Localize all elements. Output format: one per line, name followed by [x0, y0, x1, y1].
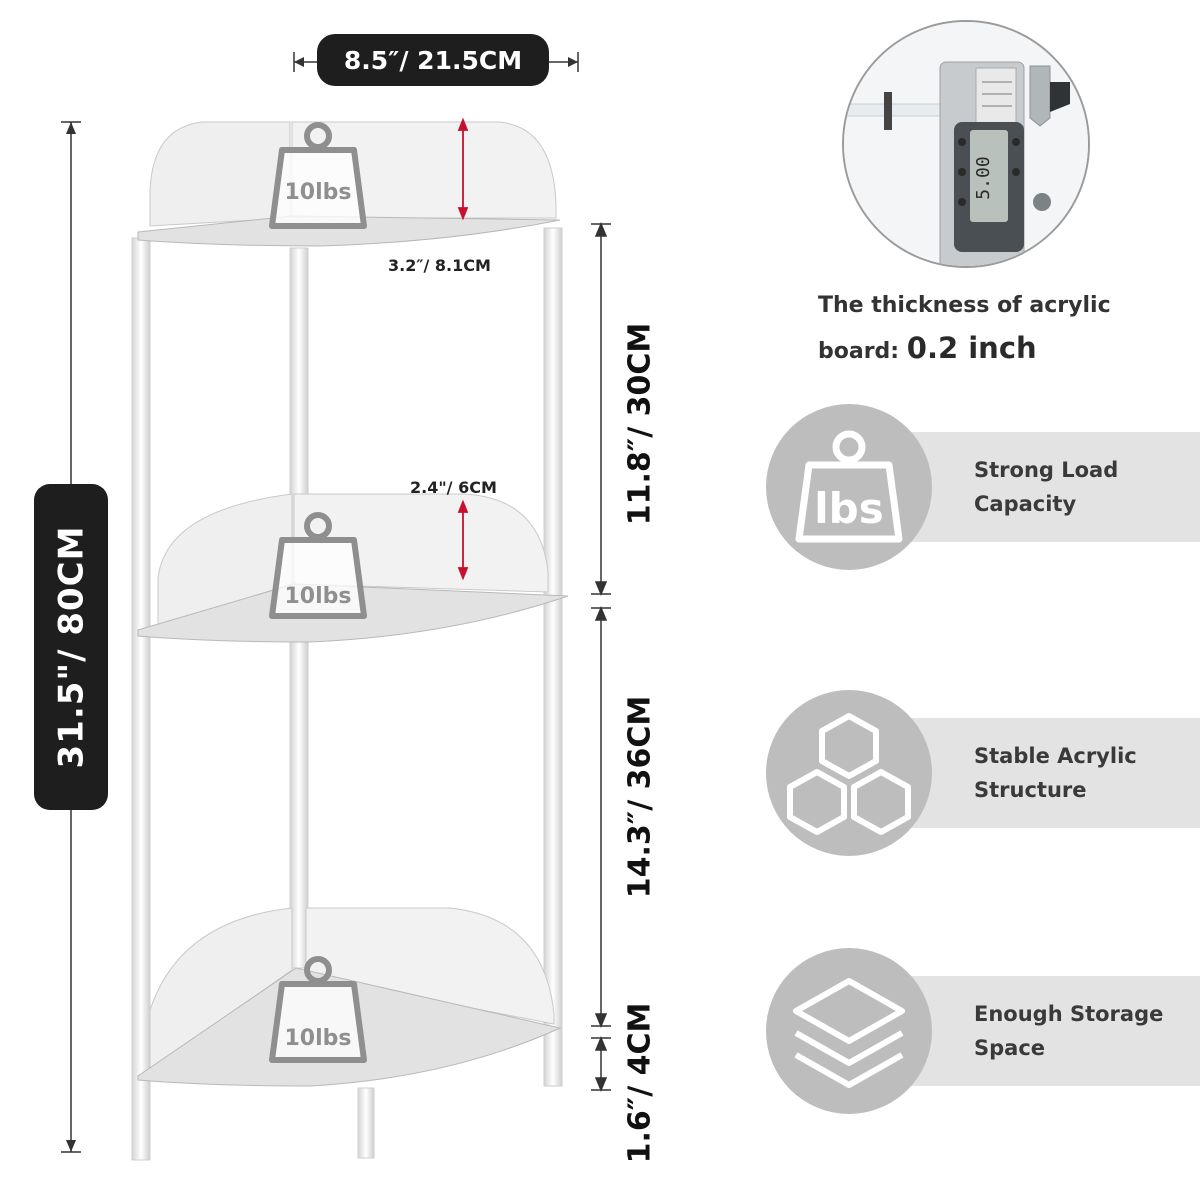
feature-line-2: Capacity — [974, 492, 1077, 516]
bottom-shelf-weight-icon — [269, 956, 367, 1063]
feature-line-2: Structure — [974, 778, 1087, 802]
feature-load-capacity: lbs Strong Load Capacity — [766, 404, 1200, 570]
feature-line-1: Stable Acrylic — [974, 744, 1137, 768]
feature-line-1: Enough Storage — [974, 1002, 1164, 1026]
feature-circle — [766, 690, 932, 856]
width-dimension-pill: 8.5″/ 21.5CM — [317, 34, 549, 86]
caliper-icon: 5.00 — [844, 22, 1088, 266]
layers-icon — [793, 978, 905, 1088]
feature-line-2: Space — [974, 1036, 1046, 1060]
middle-rail-height-label: 2.4"/ 6CM — [410, 478, 497, 497]
thickness-text: The thickness of acrylic board: 0.2 inch — [818, 284, 1111, 373]
feature-stable-structure: Stable Acrylic Structure — [766, 690, 1200, 856]
weight-lbs-icon: lbs — [795, 430, 903, 543]
caliper-photo: 5.00 — [842, 20, 1090, 268]
top-shelf-weight-label: 10lbs — [284, 180, 352, 205]
caliper-reading: 5.00 — [973, 156, 994, 199]
leg-height-label: 1.6″/ 4CM — [622, 1002, 658, 1164]
top-gap-label: 11.8″/ 30CM — [622, 322, 658, 526]
thickness-value: 0.2 inch — [906, 331, 1037, 365]
middle-shelf-weight-icon — [269, 512, 367, 619]
thickness-line-2: board: 0.2 inch — [818, 327, 1111, 373]
corner-shelf-illustration — [131, 117, 569, 1161]
middle-shelf-weight-label: 10lbs — [284, 584, 352, 609]
feature-text: Stable Acrylic Structure — [974, 718, 1200, 828]
right-dimension-arrows — [591, 222, 611, 1092]
feature-circle: lbs — [766, 404, 932, 570]
bottom-shelf-weight-label: 10lbs — [284, 1026, 352, 1051]
width-dimension-label: 8.5″/ 21.5CM — [343, 45, 523, 75]
top-rail-height-label: 3.2″/ 8.1CM — [388, 256, 491, 275]
height-dimension-label: 31.5"/ 80CM — [51, 525, 91, 769]
feature-line-1: Strong Load — [974, 458, 1119, 482]
feature-storage-space: Enough Storage Space — [766, 948, 1200, 1114]
thickness-prefix: board: — [818, 339, 907, 364]
feature-circle — [766, 948, 932, 1114]
feature-text: Strong Load Capacity — [974, 432, 1200, 542]
lbs-icon-text: lbs — [814, 484, 883, 533]
feature-text: Enough Storage Space — [974, 976, 1200, 1086]
thickness-line-1: The thickness of acrylic — [818, 293, 1111, 318]
top-shelf-weight-icon — [269, 122, 367, 229]
middle-gap-label: 14.3″/ 36CM — [622, 695, 658, 899]
height-dimension-pill: 31.5"/ 80CM — [34, 484, 108, 810]
hexagon-structure-icon — [787, 713, 911, 835]
